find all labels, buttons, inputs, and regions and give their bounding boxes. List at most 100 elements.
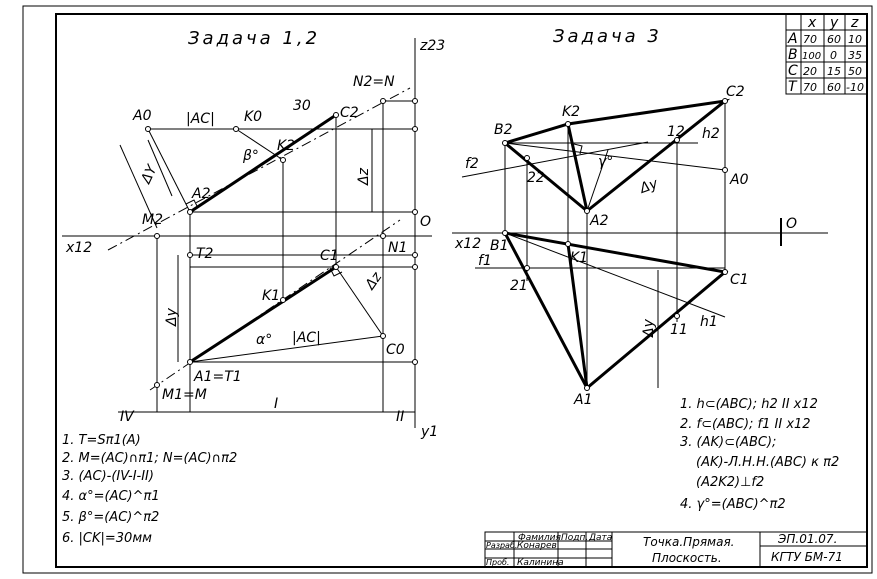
label-AC-bot: |AC| bbox=[292, 330, 321, 346]
label-30: 30 bbox=[293, 98, 311, 114]
tb-col-sign: Подп. bbox=[561, 533, 588, 543]
tb-row1-name: Конарев bbox=[517, 541, 557, 551]
note-line: 2. M=(AC)∩π1; N=(AC)∩π2 bbox=[62, 451, 237, 466]
table-cell: 70 bbox=[803, 81, 817, 94]
outer-border bbox=[22, 5, 873, 574]
label-alpha: α° bbox=[256, 332, 272, 348]
table-cell: A bbox=[787, 31, 798, 47]
label-C0: C0 bbox=[386, 342, 405, 358]
title-block: Фамилия Подп. Дата Разраб. Конарев Проб.… bbox=[484, 531, 868, 568]
note-line: 1. h⊂(ABC); h2 II x12 bbox=[680, 397, 818, 412]
table-head-y: y bbox=[829, 15, 839, 31]
task3-title: Задача 3 bbox=[553, 26, 662, 47]
note-line: 4. α°=(AC)^π1 bbox=[62, 489, 160, 504]
table-cell: 70 bbox=[803, 33, 817, 46]
label-II: II bbox=[396, 409, 404, 425]
label-C1: C1 bbox=[320, 248, 339, 264]
label-11: 11 bbox=[670, 322, 688, 338]
label-dz: Δz bbox=[356, 167, 372, 186]
label-N2N: N2=N bbox=[353, 74, 395, 90]
table-cell: 15 bbox=[827, 65, 841, 78]
tb-col-surname: Фамилия bbox=[518, 533, 562, 543]
label-gamma: γ° bbox=[598, 154, 613, 170]
table-cell: 60 bbox=[827, 33, 841, 46]
tb-title-line1: Точка.Прямая. bbox=[643, 535, 734, 549]
label-B1: B1 bbox=[490, 238, 509, 254]
label-K2: K2 bbox=[562, 104, 580, 120]
label-A1T1: A1=T1 bbox=[193, 369, 242, 385]
label-A2: A2 bbox=[191, 186, 211, 202]
tb-row2-name: Калинина bbox=[517, 558, 564, 568]
note-line: 3. (AC)-(IV-I-II) bbox=[62, 469, 154, 484]
label-AC-top: |AC| bbox=[186, 111, 215, 127]
notes-left: 1. T=Sπ1(A) 2. M=(AC)∩π1; N=(AC)∩π2 3. (… bbox=[62, 433, 237, 546]
note-line: 5. β°=(AC)^π2 bbox=[62, 510, 159, 525]
label-N1: N1 bbox=[388, 240, 407, 256]
note-line: (AK)-Л.Н.Н.(ABC) к π2 bbox=[696, 455, 839, 470]
coordinate-table: x y z A 70 60 10 B 100 0 35 C 20 15 50 T… bbox=[785, 13, 868, 95]
table-cell: 35 bbox=[848, 49, 862, 62]
label-A2: A2 bbox=[589, 213, 609, 229]
label-I: I bbox=[274, 396, 278, 412]
label-A0: A0 bbox=[729, 172, 749, 188]
label-K2: K2 bbox=[277, 138, 295, 154]
task12-drawing: z23 x12 y1 O A0 |AC| K0 30 C2 N2=N β° K2… bbox=[62, 38, 445, 440]
note-line: 1. T=Sπ1(A) bbox=[62, 433, 141, 448]
tb-col-date: Дата bbox=[588, 533, 612, 543]
label-M1M: M1=M bbox=[162, 387, 207, 403]
label-origin: O bbox=[420, 214, 431, 230]
table-cell: 20 bbox=[803, 65, 817, 78]
label-C1: C1 bbox=[730, 272, 749, 288]
table-cell: 50 bbox=[848, 65, 862, 78]
label-dy: Δy bbox=[637, 176, 661, 198]
tb-org: КГТУ БМ-71 bbox=[771, 550, 843, 564]
tb-code: ЭП.01.07. bbox=[777, 532, 837, 546]
task3-drawing: C2 K2 B2 h2 12 f2 γ° 22 Δy A0 A2 O x12 B… bbox=[452, 84, 828, 408]
notes-right: 1. h⊂(ABC); h2 II x12 2. f⊂(ABC); f1 II … bbox=[680, 397, 839, 512]
task12-title: Задача 1,2 bbox=[188, 28, 320, 49]
label-dy2: Δy bbox=[641, 318, 657, 338]
label-B2: B2 bbox=[494, 122, 513, 138]
table-cell: C bbox=[788, 63, 798, 79]
table-cell: T bbox=[788, 79, 798, 95]
label-h1: h1 bbox=[700, 314, 718, 330]
label-dy: Δy bbox=[164, 307, 180, 327]
label-K1: K1 bbox=[262, 288, 280, 304]
label-x12: x12 bbox=[65, 240, 92, 256]
label-f2: f2 bbox=[465, 156, 479, 172]
table-head-x: x bbox=[807, 15, 817, 31]
label-A1: A1 bbox=[573, 392, 592, 408]
label-T2: T2 bbox=[196, 246, 214, 262]
label-22: 22 bbox=[527, 170, 545, 186]
label-y1: y1 bbox=[420, 424, 438, 440]
label-A0: A0 bbox=[132, 108, 152, 124]
tb-title-line2: Плоскость. bbox=[652, 551, 722, 565]
label-h2: h2 bbox=[702, 126, 720, 142]
label-x12: x12 bbox=[454, 236, 481, 252]
note-line: 6. |CK|=30мм bbox=[62, 531, 152, 546]
tb-row1-role: Разраб. bbox=[486, 541, 517, 550]
table-cell: -10 bbox=[846, 81, 864, 94]
note-line: (A2K2)⊥f2 bbox=[696, 475, 764, 490]
table-cell: 0 bbox=[830, 49, 837, 62]
table-cell: B bbox=[788, 47, 798, 63]
label-M2: M2 bbox=[142, 212, 163, 228]
label-beta: β° bbox=[242, 148, 259, 164]
label-12: 12 bbox=[667, 124, 685, 140]
note-line: 2. f⊂(ABC); f1 II x12 bbox=[680, 417, 811, 432]
table-cell: 10 bbox=[848, 33, 862, 46]
table-cell: 100 bbox=[802, 51, 821, 62]
label-dz2: Δz bbox=[362, 269, 386, 293]
label-f1: f1 bbox=[478, 253, 492, 269]
label-K0: K0 bbox=[244, 109, 262, 125]
note-line: 4. γ°=(ABC)^π2 bbox=[680, 497, 786, 512]
table-cell: 60 bbox=[827, 81, 841, 94]
label-C2: C2 bbox=[340, 105, 359, 121]
inner-frame bbox=[55, 13, 868, 568]
label-origin: O bbox=[786, 216, 797, 232]
table-head-z: z bbox=[850, 15, 859, 31]
label-dY: ΔY bbox=[138, 162, 161, 187]
label-IV: IV bbox=[120, 409, 135, 425]
note-line: 3. (AK)⊂(ABC); bbox=[680, 435, 776, 450]
